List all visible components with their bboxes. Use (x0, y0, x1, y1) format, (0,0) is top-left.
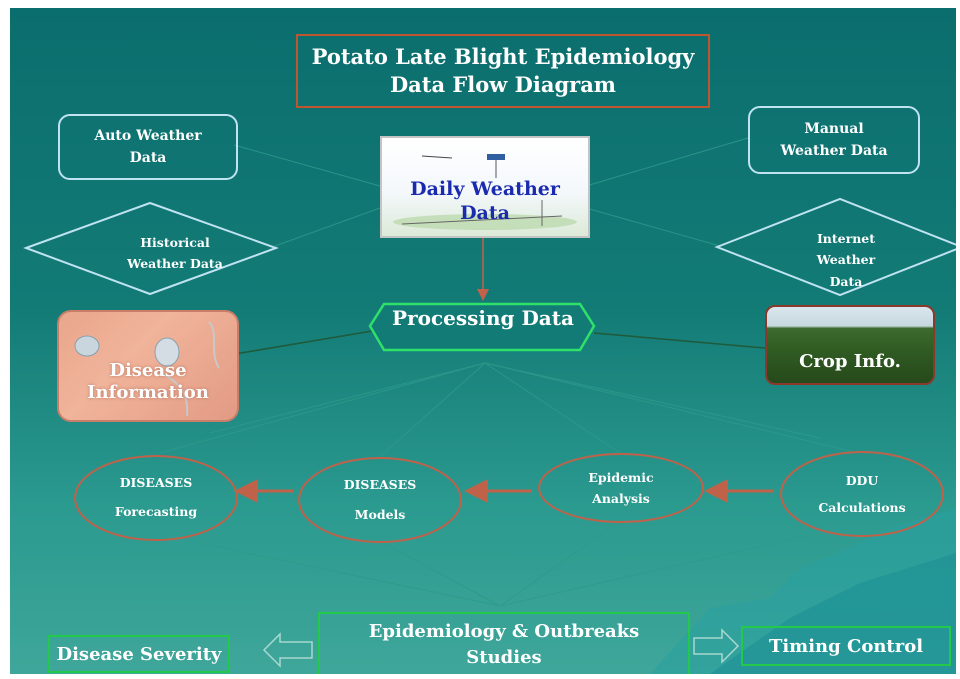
internet-weather-diamond (714, 197, 956, 297)
connector-line (209, 362, 486, 434)
diseases-forecasting-label: DISEASES Forecasting (114, 475, 198, 519)
processing-data-label: Processing Data (392, 306, 574, 330)
crop-info-label: Crop Info. (799, 351, 901, 372)
connector-line (274, 207, 381, 247)
diseases-models-node: DISEASES Models (298, 457, 462, 543)
diagram-slide: Potato Late Blight Epidemiology Data Flo… (10, 8, 956, 674)
disease-information-label: Disease Information (87, 360, 209, 403)
connector-line (159, 362, 486, 454)
disease-severity-node: Disease Severity (48, 635, 230, 673)
connector-line (379, 540, 501, 607)
connector-line (585, 137, 749, 187)
epidemic-analysis-node: Epidemic Analysis (538, 453, 704, 523)
mountain-decoration (710, 553, 956, 674)
manual-weather-data-label: Manual Weather Data (780, 120, 888, 159)
internet-weather-data-label: Internet Weather Data (816, 231, 876, 289)
weather-station-image (393, 154, 577, 230)
connector-line (499, 520, 621, 607)
diagram-title-box: Potato Late Blight Epidemiology Data Flo… (296, 34, 710, 108)
historical-weather-diamond (23, 201, 279, 296)
epidemiology-studies-label: Epidemiology & Outbreaks Studies (368, 620, 640, 668)
daily-weather-data-label: Daily Weather Data (410, 178, 560, 224)
manual-weather-data-node: Manual Weather Data (748, 106, 920, 174)
auto-weather-data-label: Auto Weather Data (94, 127, 202, 166)
timing-control-node: Timing Control (741, 626, 951, 666)
processing-data-shape (368, 302, 596, 352)
disease-severity-label: Disease Severity (56, 643, 222, 665)
epidemiology-studies-node: Epidemiology & Outbreaks Studies (318, 612, 690, 674)
connector-line (585, 207, 721, 247)
diagram-title: Potato Late Blight Epidemiology Data Flo… (311, 43, 695, 97)
crop-info-node: Crop Info. (765, 305, 935, 385)
connector-line (199, 542, 501, 607)
auto-weather-data-node: Auto Weather Data (58, 114, 238, 180)
connector-line (379, 362, 486, 458)
connector-line (484, 362, 621, 454)
connector-layer (23, 137, 956, 674)
diseases-forecasting-node: DISEASES Forecasting (74, 455, 238, 541)
ddu-calculations-label: DDU Calculations (818, 472, 906, 516)
historical-weather-data-label: Historical Weather Data (127, 235, 223, 272)
disease-information-node: Disease Information (57, 310, 239, 422)
ddu-calculations-node: DDU Calculations (780, 451, 944, 537)
connector-line (484, 362, 821, 439)
connector-line (234, 330, 373, 355)
daily-weather-data-node: Daily Weather Data (380, 136, 590, 238)
diseases-models-label: DISEASES Models (343, 477, 417, 522)
right-block-arrow (693, 628, 740, 664)
timing-control-label: Timing Control (768, 635, 924, 657)
disease-micrograph-image (74, 321, 220, 417)
left-block-arrow (262, 632, 313, 668)
connector-line (233, 144, 381, 187)
connector-line (499, 534, 811, 607)
connector-line (484, 362, 851, 452)
connector-line (593, 332, 766, 349)
epidemic-analysis-label: Epidemic Analysis (588, 469, 654, 506)
